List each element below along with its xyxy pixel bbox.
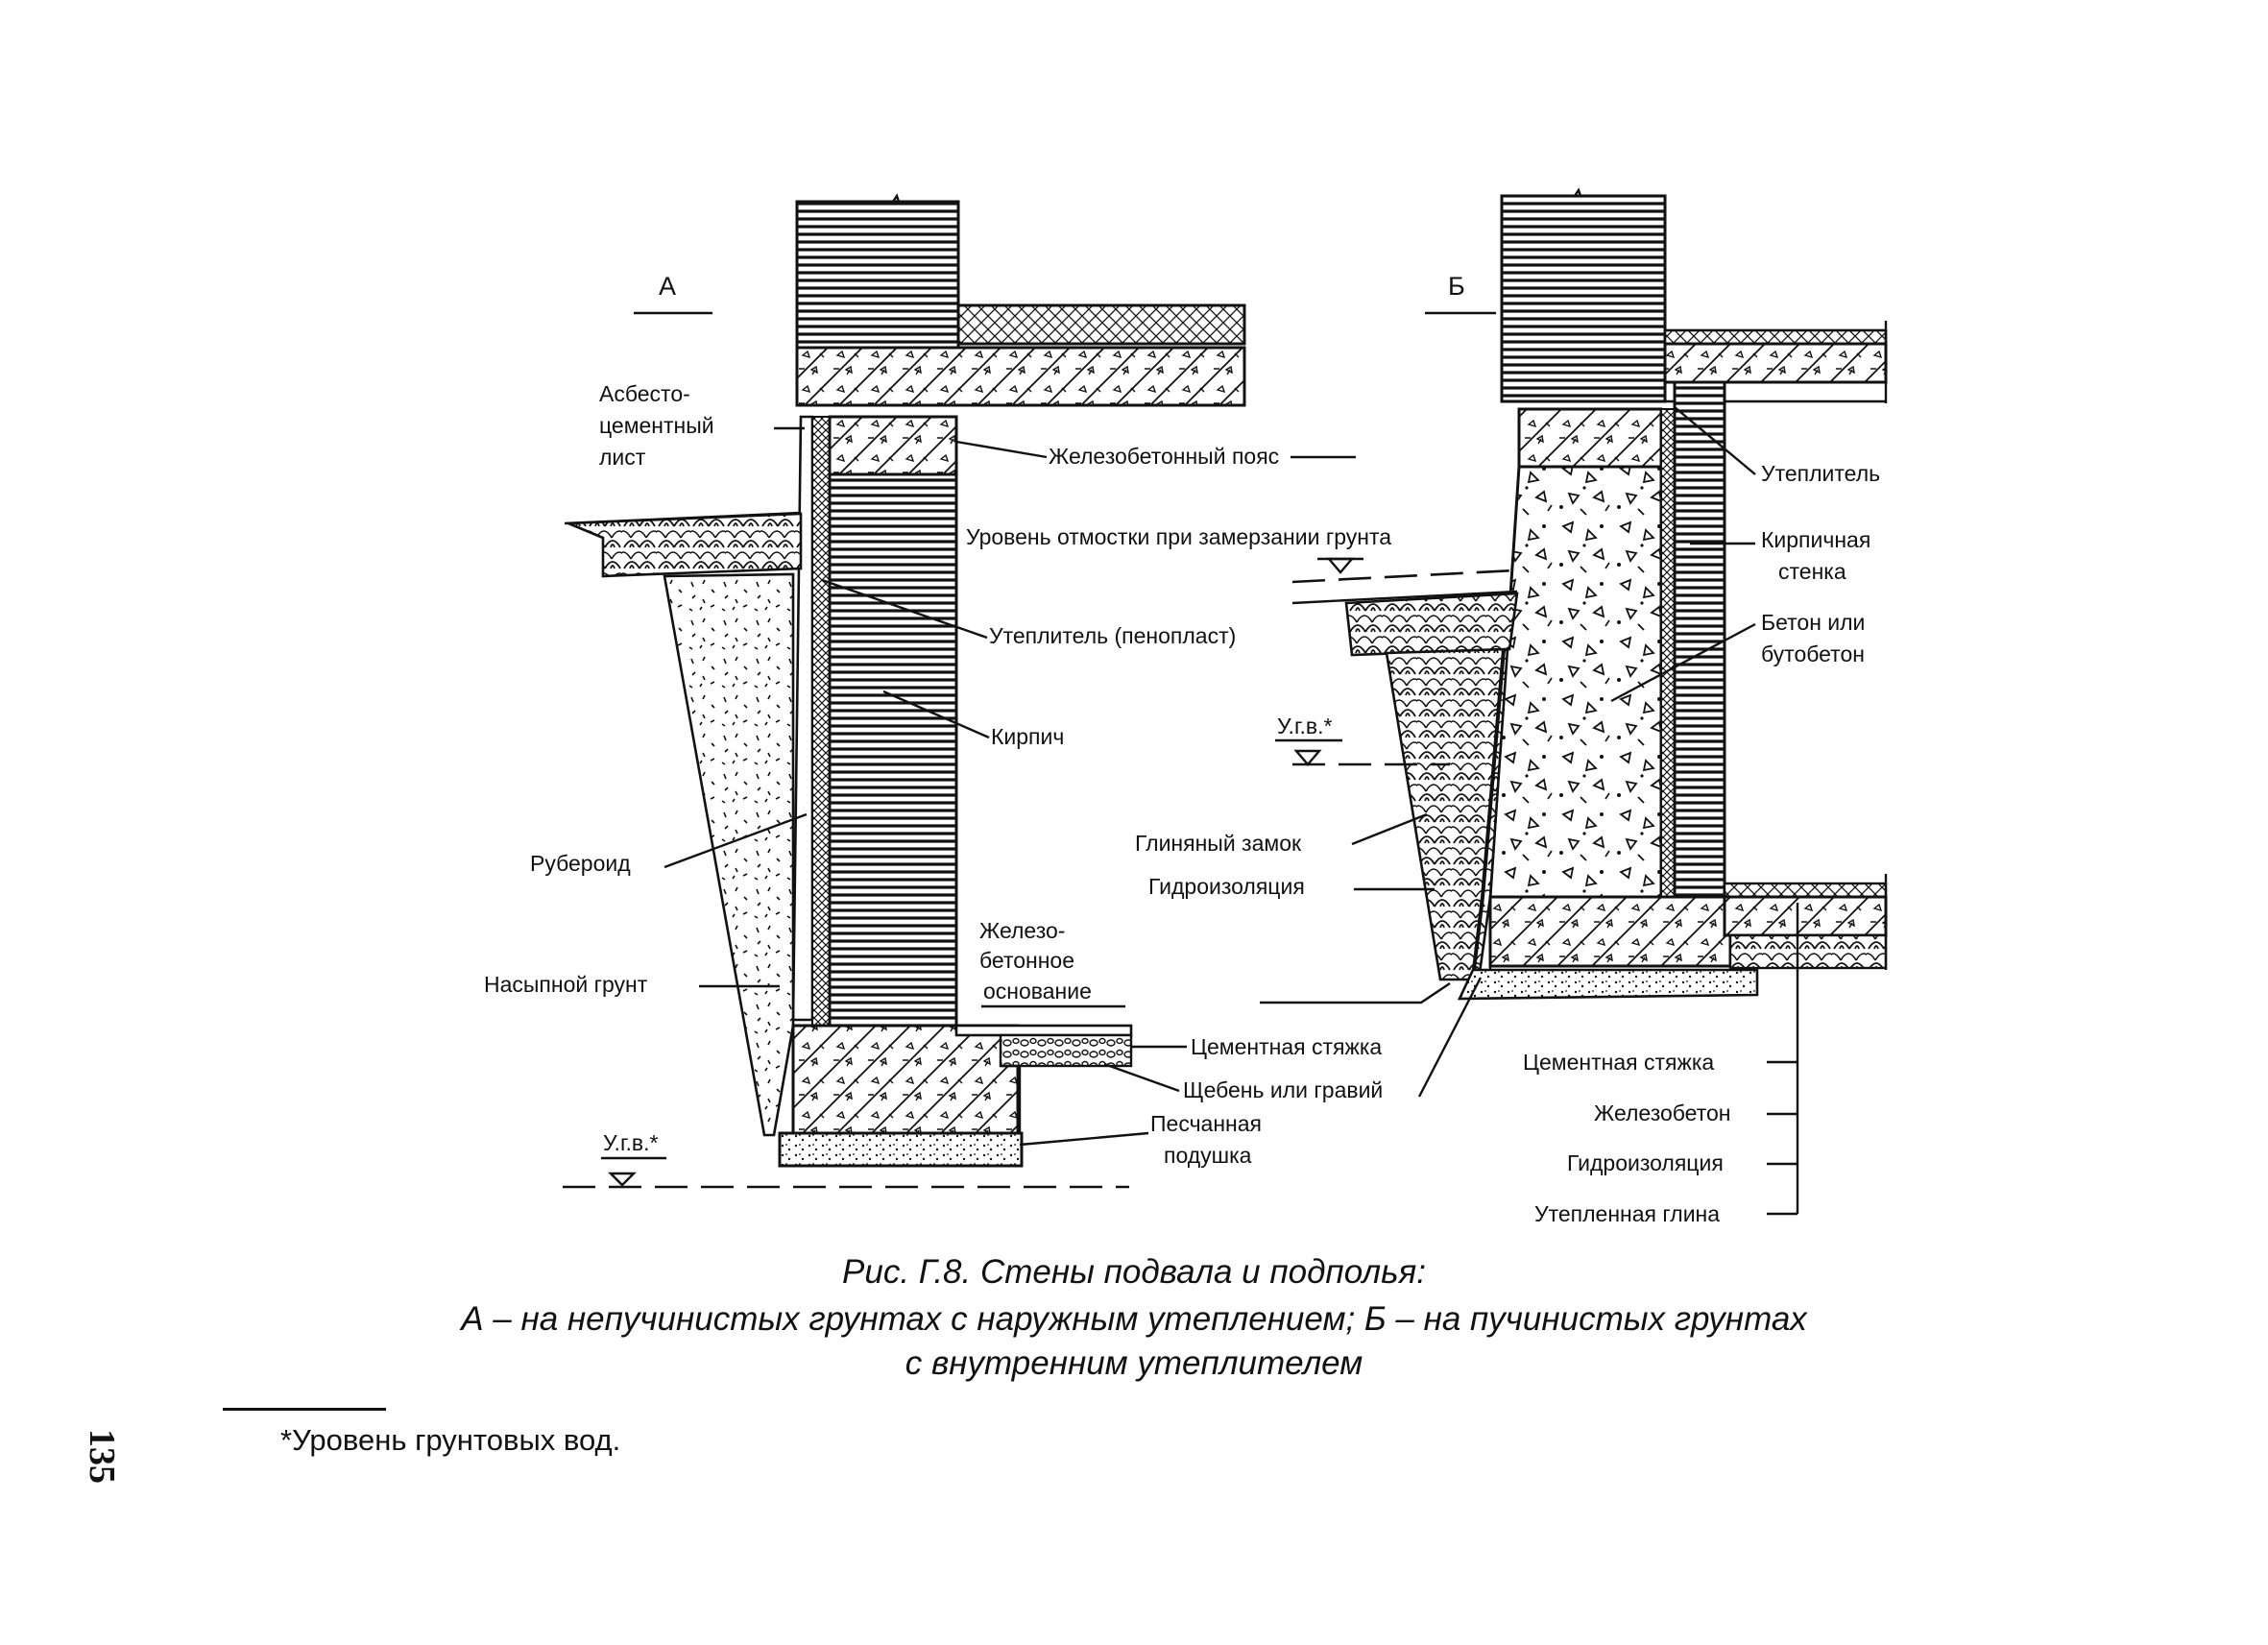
figure-caption-line3: с внутренним утеплителем: [905, 1344, 1363, 1382]
rc-belt-a: [828, 415, 958, 476]
figure-caption-line2: А – на непучинистых грунтах с наружным у…: [461, 1300, 1807, 1338]
label-asbestos-2: цементный: [599, 413, 714, 438]
label-asbestos-1: Асбесто-: [599, 381, 690, 406]
label-insulated-clay: Утепленная глина: [1534, 1201, 1720, 1226]
label-reinforced-concrete: Железобетон: [1594, 1101, 1730, 1125]
floor-slab-b: [1663, 342, 1888, 384]
rc-slab-b: [1488, 895, 1732, 968]
label-backfill: Насыпной грунт: [484, 972, 648, 997]
blind-area-b: [1344, 592, 1519, 657]
footnote-rule: [223, 1408, 386, 1411]
asbestos-sheet-a: [791, 415, 814, 1022]
label-gravel: Щебень или гравий: [1183, 1077, 1383, 1102]
upper-wall-b: [1500, 194, 1667, 403]
label-asbestos-3: лист: [599, 445, 646, 470]
label-cement-screed-b: Цементная стяжка: [1523, 1050, 1714, 1075]
footnote: *Уровень грунтовых вод.: [280, 1423, 621, 1457]
gravel-layer-a: [999, 1033, 1133, 1068]
sand-cushion-b: [1457, 968, 1759, 1001]
page-number: 135: [82, 1429, 122, 1484]
label-rc-belt-a: Железобетонный пояс: [1049, 444, 1279, 469]
label-foam-insulation: Утеплитель (пенопласт): [989, 623, 1236, 648]
groundwater-label-b: У.г.в.*: [1277, 714, 1333, 738]
label-blind-area-level: Уровень отмостки при замерзании грунта: [966, 524, 1391, 549]
rc-footing-a: [791, 1024, 1020, 1135]
floor-insulation-a: [956, 303, 1246, 346]
floor-screed-b: [1723, 882, 1888, 899]
label-cement-screed-a: Цементная стяжка: [1191, 1034, 1382, 1059]
label-insulation-b: Утеплитель: [1761, 461, 1880, 486]
groundwater-label-a: У.г.в.*: [603, 1130, 659, 1155]
floor-slab-a: [795, 346, 1246, 407]
label-concrete-1: Бетон или: [1761, 610, 1865, 635]
label-clay-lock: Глиняный замок: [1135, 831, 1302, 856]
inner-brick-wall-b: [1673, 380, 1726, 899]
label-brick: Кирпич: [991, 724, 1064, 749]
label-rc-base-1: Железо-: [979, 918, 1065, 943]
upper-wall-a: [795, 200, 960, 351]
brick-wall-a: [828, 472, 958, 1028]
clay-lock-b: [1385, 647, 1509, 981]
label-brick-wall-1: Кирпичная: [1761, 527, 1870, 552]
floor-insulation-b: [1663, 328, 1888, 346]
section-b: Б: [1135, 187, 1888, 1226]
label-sand-cushion-2: подушка: [1164, 1143, 1252, 1168]
blind-area-a: [567, 512, 803, 578]
floor-clay-b: [1728, 933, 1888, 970]
label-waterproofing-b2: Гидроизоляция: [1567, 1150, 1724, 1175]
rc-belt-b: [1517, 407, 1663, 469]
label-waterproofing-b: Гидроизоляция: [1148, 874, 1305, 899]
cement-screed-a: [954, 1024, 1133, 1037]
label-brick-wall-2: стенка: [1778, 559, 1846, 584]
label-ruberoid: Рубероид: [530, 851, 631, 876]
waterproofing-line-b: [1471, 648, 1506, 979]
label-sand-cushion-1: Песчанная: [1150, 1111, 1262, 1136]
backfill-soil-a: [663, 572, 795, 1137]
inner-insulation-b: [1660, 408, 1676, 898]
section-b-label: Б: [1448, 272, 1465, 301]
section-a: А У.г.в.* Асбесто-: [484, 193, 1391, 1189]
label-concrete-2: бутобетон: [1761, 641, 1865, 666]
foam-insulation-a: [811, 416, 831, 1027]
label-rc-base-2: бетонное: [979, 948, 1074, 973]
sand-cushion-a: [778, 1131, 1024, 1168]
label-rc-base-3: основание: [983, 979, 1092, 1004]
figure-caption-line1: Рис. Г.8. Стены подвала и подполья:: [842, 1253, 1426, 1291]
floor-rc-b: [1723, 895, 1888, 937]
rubble-concrete-wall-b: [1488, 465, 1663, 899]
section-a-label: А: [659, 272, 676, 301]
